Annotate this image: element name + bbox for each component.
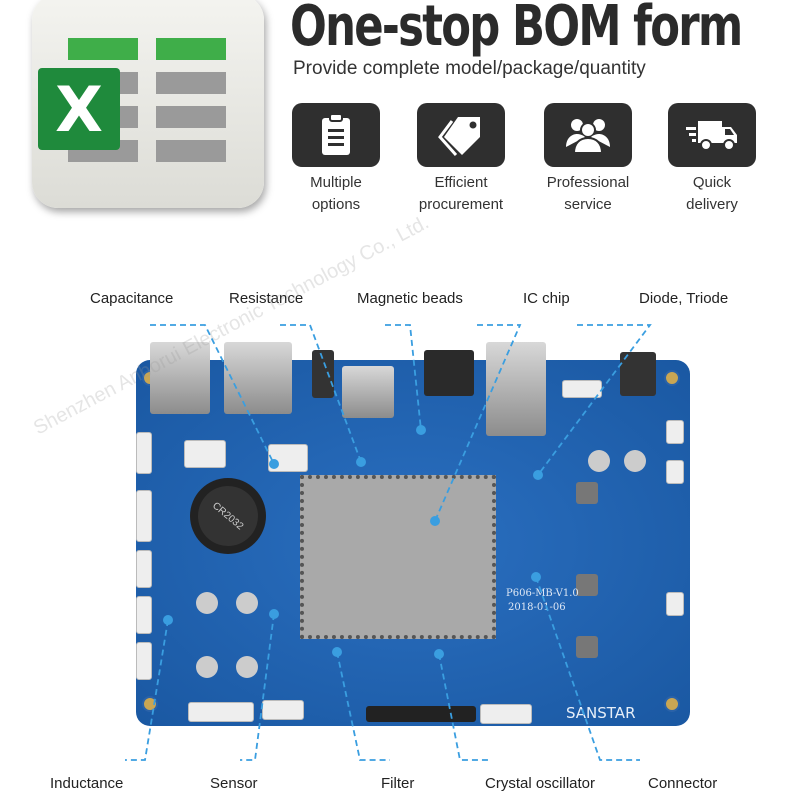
feature-efficient-procurement: Efficient procurement (401, 103, 521, 216)
label-connector: Connector (648, 775, 718, 792)
label-capacitance: Capacitance (90, 290, 174, 307)
connector (136, 596, 152, 634)
connector (136, 490, 152, 542)
connector (188, 702, 254, 722)
inductor (576, 636, 598, 658)
leader-connector (535, 576, 640, 761)
grid-cell (156, 106, 226, 128)
capacitor (236, 592, 258, 614)
feature-label: Quick (692, 174, 732, 191)
price-tag-icon (417, 103, 505, 167)
leader-magnetic-beads (385, 324, 422, 431)
feature-label: procurement (418, 196, 504, 213)
usb-port (224, 342, 292, 414)
feature-quick-delivery: Quick delivery (652, 103, 772, 216)
delivery-truck-icon (668, 103, 756, 167)
soc-module (300, 475, 496, 639)
dc-jack (620, 352, 656, 396)
connector (666, 592, 684, 616)
sd-card-slot (342, 366, 394, 418)
marker-dot (533, 470, 543, 480)
connector (480, 704, 532, 724)
brand-logo: SANSTAR (566, 704, 636, 722)
capacitor (624, 450, 646, 472)
label-magnetic-beads: Magnetic beads (357, 290, 463, 307)
label-resistance: Resistance (229, 290, 304, 307)
label-diode-triode: Diode, Triode (639, 290, 729, 307)
pin-header (366, 706, 476, 722)
marker-dot (531, 572, 541, 582)
marker-dot (430, 516, 440, 526)
feature-multiple-options: Multiple options (276, 103, 396, 216)
feature-label: Professional (546, 174, 630, 191)
board-date: 2018-01-06 (508, 602, 566, 613)
capacitor (236, 656, 258, 678)
feature-professional-service: Professional service (528, 103, 648, 216)
marker-dot (332, 647, 342, 657)
connector (184, 440, 226, 468)
connector (666, 420, 684, 444)
capacitor (196, 592, 218, 614)
connector (262, 700, 304, 720)
connector (666, 460, 684, 484)
marker-dot (269, 609, 279, 619)
leader-crystal (438, 653, 490, 761)
connector (136, 550, 152, 588)
ethernet-port (486, 342, 546, 436)
page-subtitle: Provide complete model/package/quantity (293, 58, 646, 79)
leader-inductance (125, 619, 169, 761)
excel-icon: X (32, 0, 264, 208)
usb-port (150, 342, 210, 414)
label-inductance: Inductance (50, 775, 124, 792)
marker-dot (269, 459, 279, 469)
label-ic-chip: IC chip (523, 290, 570, 307)
label-filter: Filter (381, 775, 415, 792)
grid-cell (156, 72, 226, 94)
capacitor (588, 450, 610, 472)
clipboard-icon (292, 103, 380, 167)
coin-battery: CR2032 (185, 473, 271, 559)
mount-hole (664, 370, 680, 386)
feature-label: delivery (686, 196, 738, 213)
marker-dot (416, 425, 426, 435)
hdmi-port (424, 350, 474, 396)
leader-diode-triode (537, 324, 652, 476)
grid-cell (156, 140, 226, 162)
grid-cell (68, 38, 138, 60)
grid-cell (156, 38, 226, 60)
mount-hole (664, 696, 680, 712)
label-sensor: Sensor (210, 775, 258, 792)
capacitor (196, 656, 218, 678)
audio-jack (312, 350, 334, 398)
leader-ic-chip (434, 324, 522, 522)
label-crystal-oscillator: Crystal oscillator (485, 775, 596, 792)
page-title: One-stop BOM form (290, 0, 743, 59)
inductor (576, 482, 598, 504)
board-model: P606-MB-V1.0 (506, 588, 579, 599)
leader-sensor (240, 613, 275, 761)
marker-dot (356, 457, 366, 467)
connector (136, 432, 152, 474)
leader-resistance (280, 324, 362, 463)
leader-capacitance (150, 324, 275, 465)
excel-x-logo: X (38, 68, 120, 150)
connector (136, 642, 152, 680)
inductor (576, 574, 598, 596)
marker-dot (163, 615, 173, 625)
feature-label: Efficient (434, 174, 488, 191)
people-group-icon (544, 103, 632, 167)
leader-filter (336, 651, 390, 761)
feature-label: options (311, 196, 361, 213)
marker-dot (434, 649, 444, 659)
feature-label: Multiple (310, 174, 362, 191)
feature-label: service (564, 196, 612, 213)
